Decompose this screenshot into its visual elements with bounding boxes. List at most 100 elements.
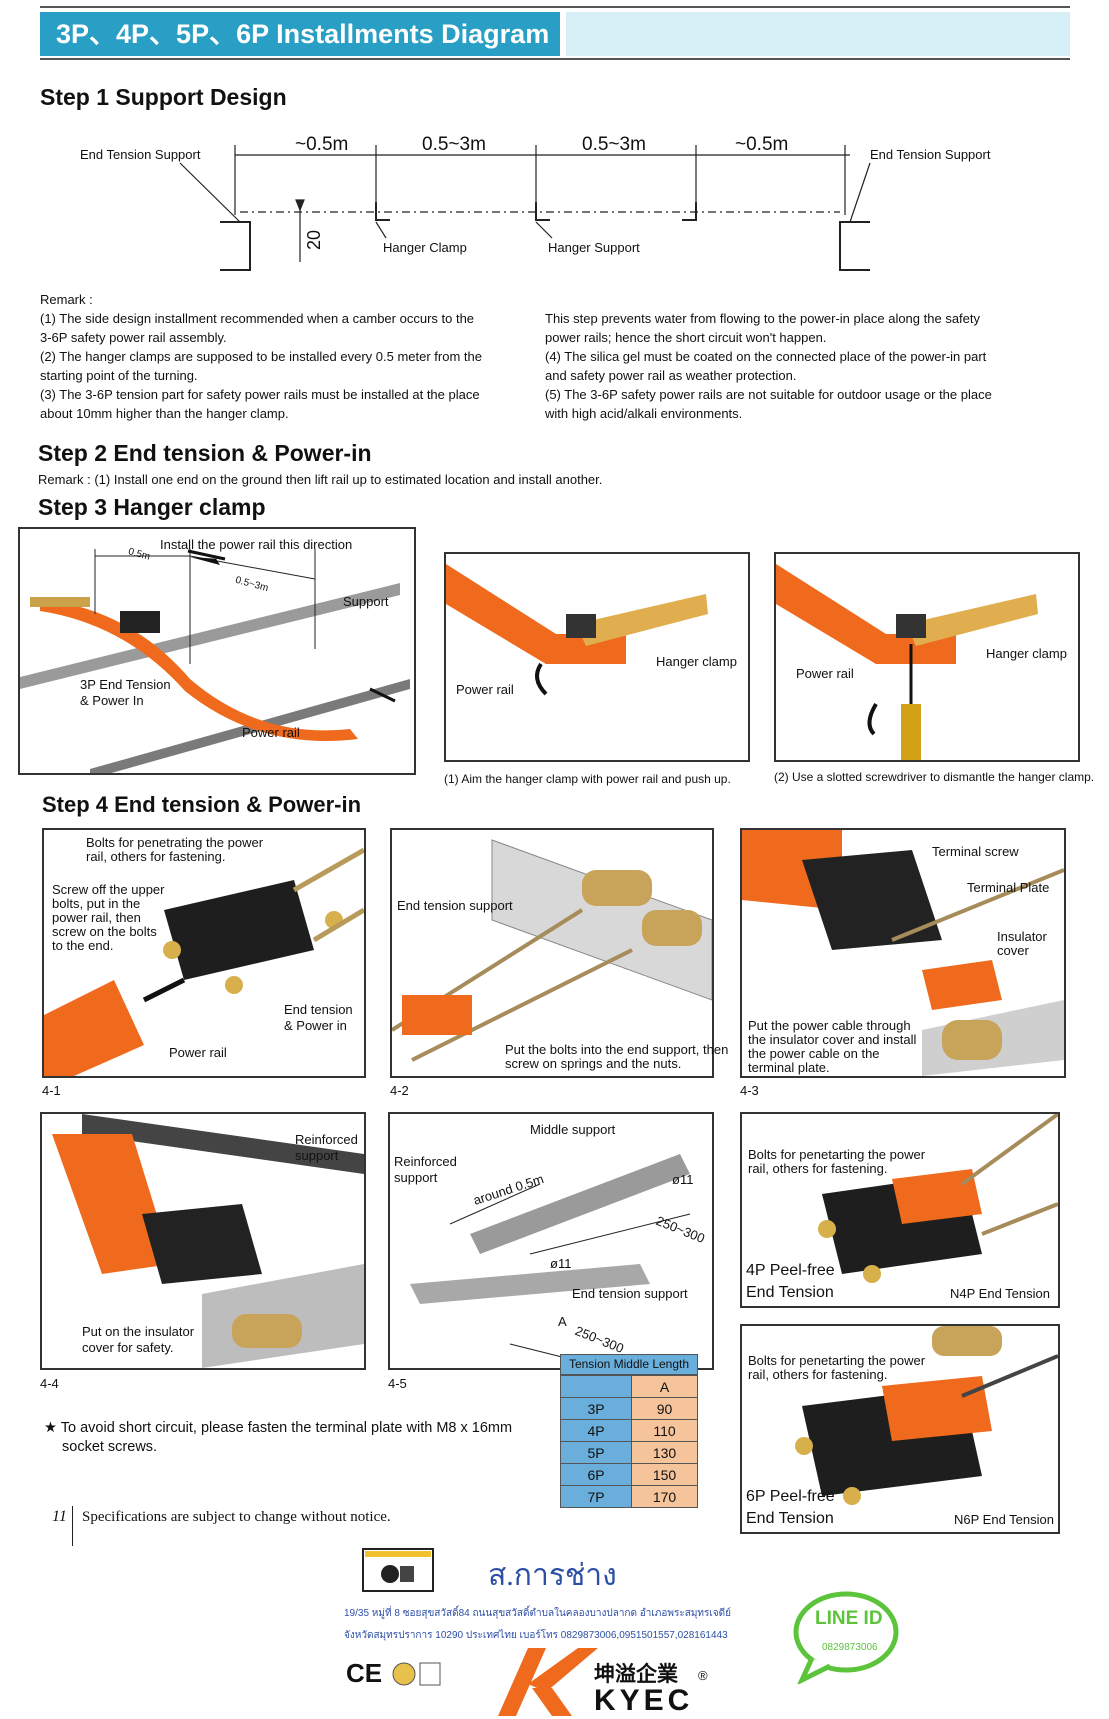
f45-reinf1: Reinforced <box>394 1154 457 1169</box>
f41-screw3: power rail, then <box>52 910 141 925</box>
table-cell <box>560 1375 632 1398</box>
f41-screw5: to the end. <box>52 938 114 953</box>
note-line-2: socket screws. <box>62 1439 158 1455</box>
line-id-number: 0829873006 <box>822 1642 878 1653</box>
table-row: 5P 130 <box>560 1441 698 1464</box>
f44-reinf1: Reinforced <box>295 1132 358 1147</box>
f41-bolts1: Bolts for penetrating the power <box>86 835 264 850</box>
screwdriver-dismantle-illustration <box>776 564 1038 760</box>
terminal-plate-icon <box>742 830 1065 1076</box>
table-row: 7P 170 <box>560 1485 698 1508</box>
remark-line: and safety power rail as weather protect… <box>545 368 797 383</box>
f45-d11a: ø11 <box>672 1172 694 1187</box>
f46-t2: End Tension <box>746 1284 834 1301</box>
f41-screw2: bolts, put in the <box>52 896 141 911</box>
remarks-left: (1) The side design installment recommen… <box>40 309 540 423</box>
f42-put1: Put the bolts into the end support, then <box>505 1042 729 1057</box>
remark-line: about 10mm higher than the hanger clamp. <box>40 406 289 421</box>
table-cell: 170 <box>631 1485 698 1508</box>
ce-mark: CE <box>346 1658 383 1688</box>
table-row: 6P 150 <box>560 1463 698 1486</box>
remark-line: (4) The silica gel must be coated on the… <box>545 349 987 364</box>
table-cell: 130 <box>631 1441 698 1464</box>
table-row: 3P 90 <box>560 1397 698 1420</box>
fig-4-3: Terminal screw Terminal Plate Insulator … <box>740 828 1066 1078</box>
fig31-end2: & Power In <box>80 693 144 708</box>
f45-middle: Middle support <box>530 1122 616 1137</box>
header-rule-bottom <box>40 58 1070 60</box>
f45-num: 4-5 <box>388 1376 407 1391</box>
f41-num: 4-1 <box>42 1083 61 1098</box>
dim-4: ~0.5m <box>735 134 789 155</box>
table-cell: 7P <box>560 1485 632 1508</box>
f46-n4p: N4P End Tension <box>950 1286 1050 1301</box>
f43-put3: the power cable on the <box>748 1046 880 1061</box>
f44-put2: cover for safety. <box>82 1340 174 1355</box>
dim-1: ~0.5m <box>295 134 349 155</box>
line-id-badge-icon <box>793 1591 899 1684</box>
remark-line: (5) The 3-6P safety power rails are not … <box>545 387 992 402</box>
fig31-end: 3P End Tension <box>80 677 171 692</box>
step3-title: Step 3 Hanger clamp <box>38 494 266 520</box>
fig-4-7: Bolts for penetarting the power rail, ot… <box>740 1324 1060 1534</box>
dim-2: 0.5~3m <box>422 134 486 155</box>
brand-name: KYEC <box>594 1684 694 1717</box>
rail-install-illustration <box>20 549 410 779</box>
spring-support-icon <box>390 839 713 1062</box>
address-line-2: จังหวัดสมุทรปราการ 10290 ประเทศไทย เบอร์… <box>344 1630 728 1641</box>
registered-mark: ® <box>698 1668 708 1683</box>
kyec-logo-icon <box>498 1648 598 1716</box>
header-band <box>566 12 1070 56</box>
step3-figure-1: Install the power rail this direction 0.… <box>18 527 416 779</box>
fig-4-2: End tension support Put the bolts into t… <box>390 828 728 1078</box>
remark-line: (2) The hanger clamps are supposed to be… <box>40 349 482 364</box>
f43-put4: terminal plate. <box>748 1060 830 1075</box>
dim-vertical: 20 <box>304 229 324 250</box>
middle-support-diagram <box>410 1154 691 1365</box>
table-cell: 3P <box>560 1397 632 1420</box>
f46-bolts2: rail, others for fastening. <box>748 1161 888 1176</box>
note-line-1: ★ To avoid short circuit, please fasten … <box>44 1420 513 1436</box>
f42-put2: screw on springs and the nuts. <box>505 1056 682 1071</box>
certification-icon <box>392 1662 441 1686</box>
remarks-right: This step prevents water from flowing to… <box>545 309 1065 423</box>
brand-chinese: 坤溢企業 <box>594 1663 678 1686</box>
6p-peel-free-icon <box>795 1326 1059 1505</box>
f41-rail: Power rail <box>169 1045 227 1060</box>
step3-figure-3: Hanger clamp Power rail <box>774 552 1080 762</box>
footer-divider <box>72 1506 73 1546</box>
fig31-install-label: Install the power rail this direction <box>160 537 353 552</box>
insulator-cover-icon <box>52 1114 364 1368</box>
f46-bolts1: Bolts for penetarting the power <box>748 1147 926 1162</box>
table-cell: 150 <box>631 1463 698 1486</box>
fig-4-6: Bolts for penetarting the power rail, ot… <box>740 1112 1060 1308</box>
address-line-1: 19/35 หมู่ที่ 8 ซอยสุขสวัสดิ์84 ถนนสุขสว… <box>344 1608 732 1619</box>
remark-line: This step prevents water from flowing to… <box>545 311 980 326</box>
fig32-caption: (1) Aim the hanger clamp with power rail… <box>444 772 731 786</box>
fig-4-1: Bolts for penetrating the power rail, ot… <box>42 828 366 1078</box>
table-cell: 4P <box>560 1419 632 1442</box>
f45-end: End tension support <box>572 1286 688 1301</box>
step2-remark: Remark : (1) Install one end on the grou… <box>38 472 603 487</box>
f47-bolts2: rail, others for fastening. <box>748 1367 888 1382</box>
step1-title: Step 1 Support Design <box>40 84 287 110</box>
4p-peel-free-icon <box>818 1112 1060 1283</box>
f45-d11b: ø11 <box>550 1256 572 1271</box>
label-hanger-clamp: Hanger Clamp <box>383 240 467 255</box>
f44-reinf2: support <box>295 1148 339 1163</box>
f45-reinf2: support <box>394 1170 438 1185</box>
tension-middle-length-table: Tension Middle Length A 3P 90 4P 110 5P … <box>560 1354 698 1508</box>
f47-bolts1: Bolts for penetarting the power <box>748 1353 926 1368</box>
remark-title: Remark : <box>40 292 93 307</box>
shop-logo-icon <box>362 1548 434 1592</box>
end-tension-assembly-icon <box>44 847 366 1076</box>
f47-n6p: N6P End Tension <box>954 1512 1054 1527</box>
step2-title: Step 2 End tension & Power-in <box>38 440 372 466</box>
label-end-tension-right: End Tension Support <box>870 147 991 162</box>
fig31-support: Support <box>343 594 389 609</box>
f43-terminal-plate: Terminal Plate <box>967 880 1050 895</box>
fig33-caption: (2) Use a slotted screwdriver to dismant… <box>774 770 1095 784</box>
remark-line: with high acid/alkali environments. <box>545 406 743 421</box>
label-hanger-support: Hanger Support <box>548 240 640 255</box>
spec-notice: Specifications are subject to change wit… <box>82 1509 391 1525</box>
